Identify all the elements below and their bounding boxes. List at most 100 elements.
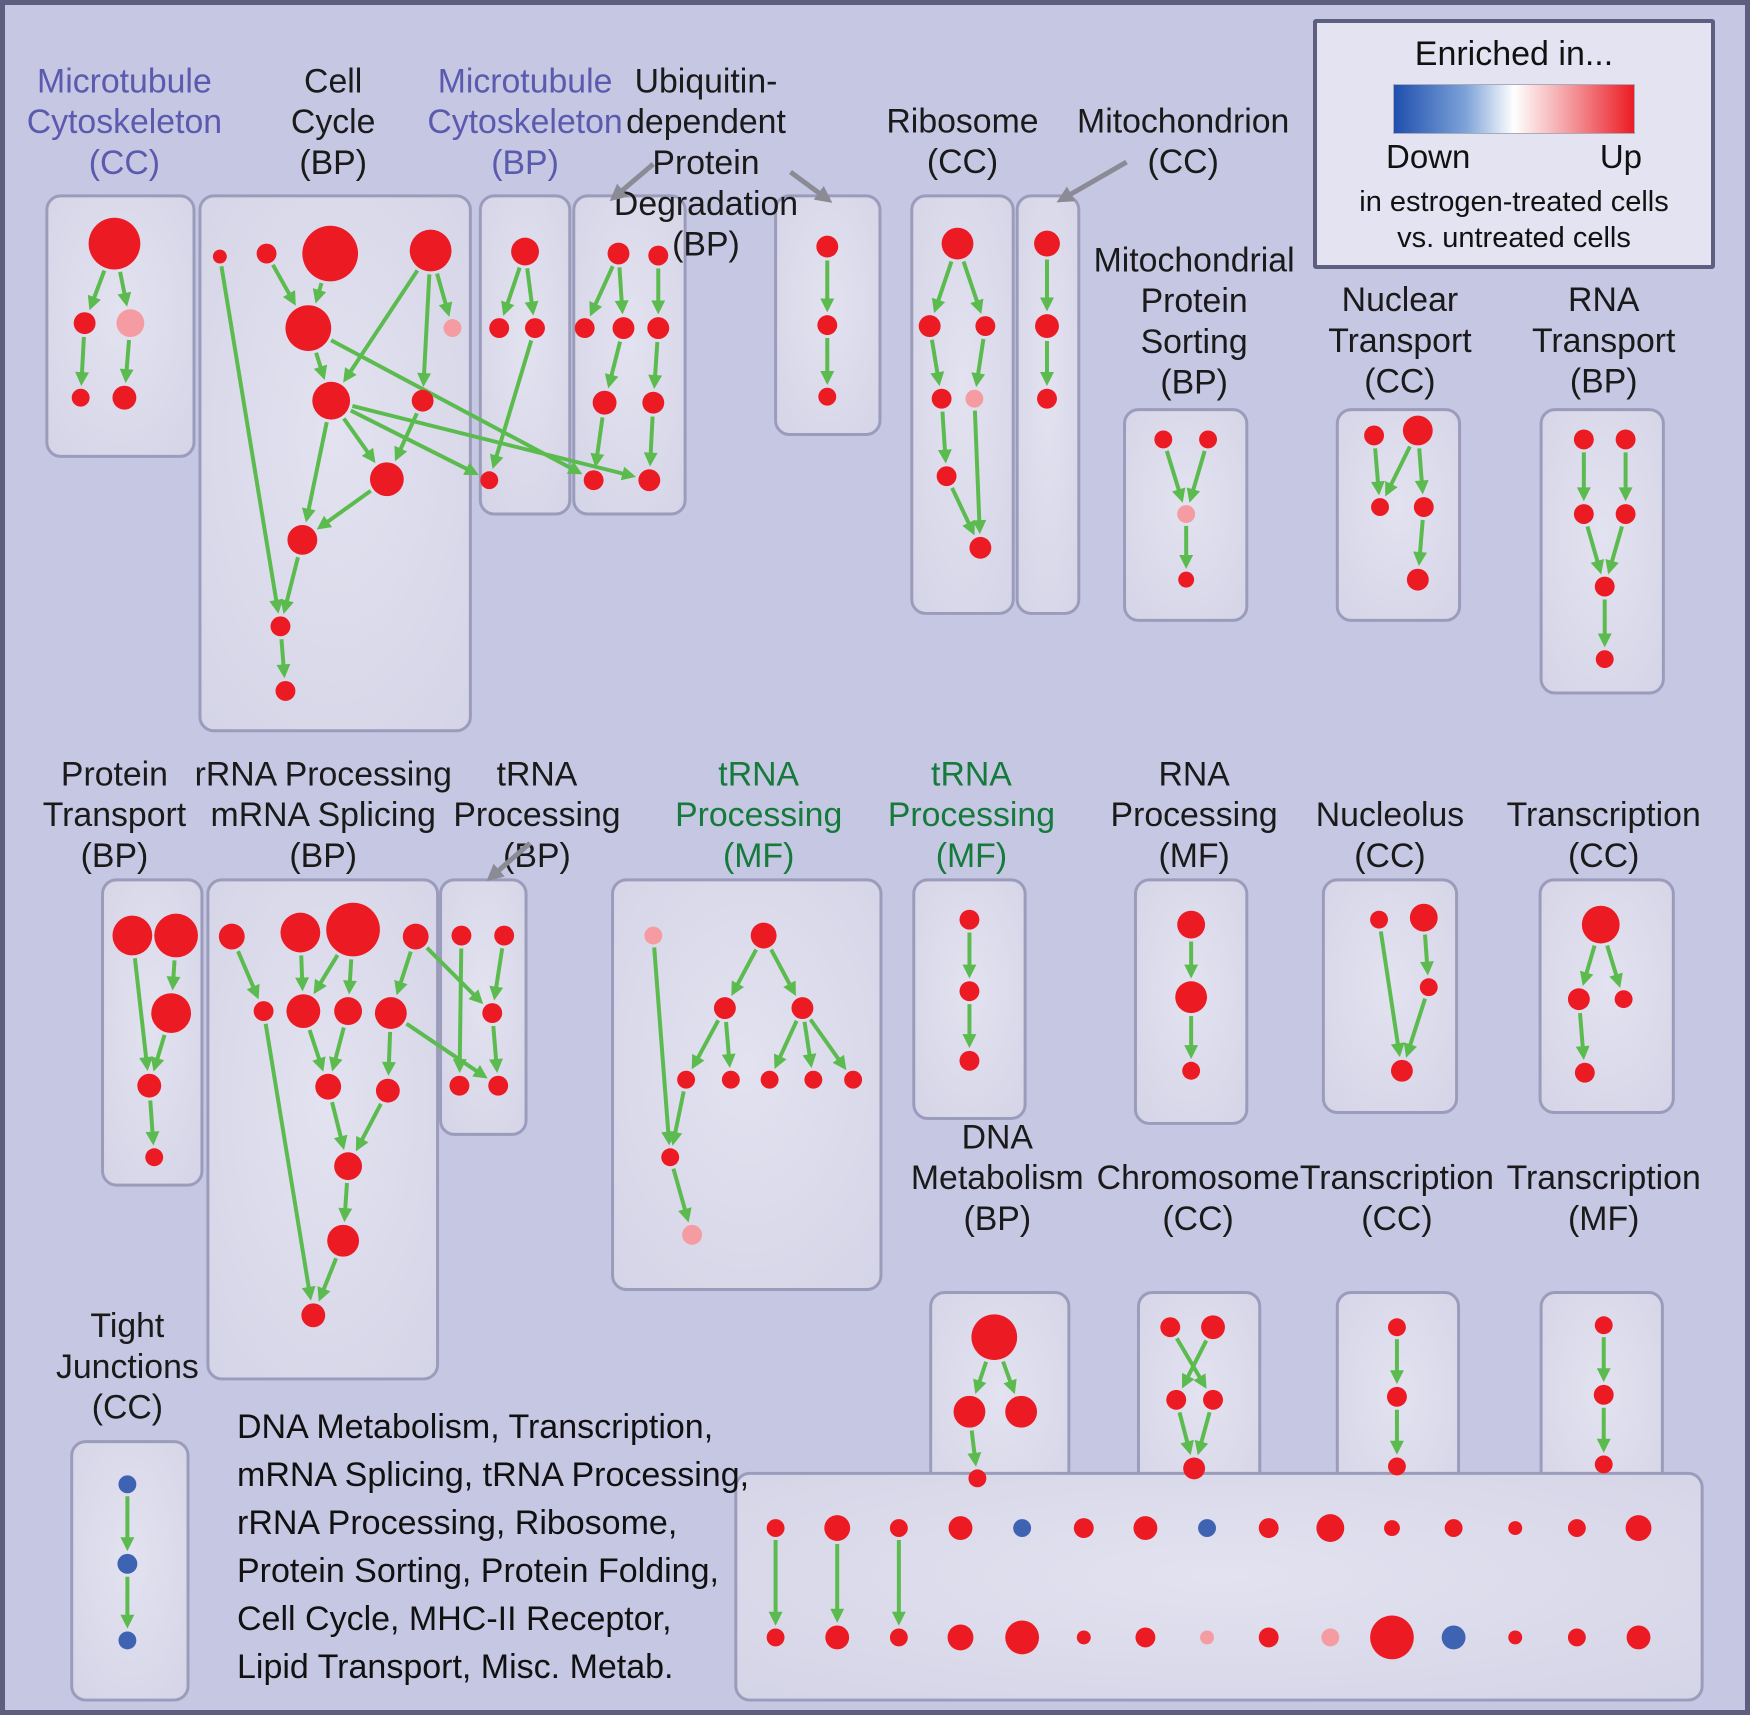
edges-layer [75, 259, 1633, 1629]
edge-arrow [1370, 448, 1385, 496]
go-term-node [607, 242, 630, 265]
go-term-node [494, 925, 515, 946]
go-term-node [1384, 1520, 1400, 1537]
edge-arrow [452, 948, 467, 1073]
edge-arrow [971, 338, 986, 388]
go-term-node [941, 227, 974, 260]
go-term-node [1166, 1389, 1187, 1410]
edge-arrow [313, 954, 340, 995]
edge-arrow [382, 1031, 396, 1076]
edge-arrow [317, 1257, 338, 1302]
edge-arrow [1585, 525, 1605, 575]
annotation-arrows-layer [486, 159, 1128, 882]
edge-arrow [1605, 525, 1624, 575]
go-term-node [409, 229, 452, 272]
go-term-node [280, 912, 321, 953]
label-pointer-arrow [609, 162, 655, 202]
go-term-node [1574, 1062, 1595, 1083]
go-term-node [1178, 571, 1195, 588]
go-term-node [574, 318, 595, 339]
edge-arrow [1001, 1360, 1017, 1395]
edge-arrow [668, 1090, 686, 1146]
cluster-label-chromosome-cc: Chromosome(CC) [1097, 1159, 1300, 1238]
cluster-box-trna-processing-bp [439, 878, 528, 1136]
edge-arrow [931, 260, 954, 314]
edge-arrow [973, 1361, 989, 1395]
go-term-node [511, 237, 539, 266]
go-term-node [334, 997, 363, 1026]
go-term-node [1594, 1316, 1613, 1335]
edge-arrow [691, 1019, 720, 1070]
go-term-node [375, 1078, 400, 1103]
edge-arrow [721, 1021, 736, 1069]
edge-arrow [425, 946, 484, 1005]
go-term-node [218, 923, 245, 950]
edge-arrow [802, 1021, 817, 1069]
edge-arrow [1414, 448, 1429, 495]
go-term-node [824, 1515, 851, 1541]
go-term-node [1182, 1061, 1201, 1080]
edge-arrow [590, 417, 605, 468]
cluster-box-rrna-processing-mrna-splicing-bp [206, 878, 440, 1381]
go-term-node [766, 1519, 785, 1538]
go-term-node [953, 1395, 986, 1428]
go-term-node [1005, 1395, 1038, 1428]
go-term-node [1390, 1059, 1413, 1082]
go-term-node [948, 1516, 973, 1540]
edge-arrow [1177, 1411, 1194, 1456]
go-term-node [1615, 429, 1636, 450]
misc-label-line: DNA Metabolism, Transcription, [237, 1408, 714, 1446]
go-term-node [1614, 990, 1633, 1009]
go-term-node [1200, 1630, 1215, 1645]
edge-arrow [1403, 997, 1427, 1058]
go-term-node [275, 681, 296, 701]
go-term-node [959, 981, 980, 1002]
cluster-label-ribosome-cc: Ribosome(CC) [886, 102, 1038, 181]
edge-arrow [929, 339, 945, 387]
go-term-node [1508, 1630, 1523, 1645]
go-term-node [647, 317, 670, 340]
go-term-node [1567, 1628, 1586, 1647]
go-term-node [638, 469, 661, 492]
edge-arrow [652, 947, 676, 1146]
go-term-node [1386, 1386, 1407, 1407]
legend-down-label: Down [1386, 138, 1471, 175]
edge-arrow [1186, 450, 1207, 503]
legend-title: Enriched in... [1414, 35, 1614, 73]
edge-arrow [145, 1100, 160, 1146]
cluster-box-misc-clusters-bar [734, 1471, 1704, 1702]
go-term-node [1419, 978, 1438, 997]
edge-arrow [731, 948, 758, 997]
go-term-node [1175, 981, 1208, 1014]
go-term-node [1567, 988, 1590, 1011]
edge-arrow [967, 1430, 982, 1467]
nodes-layer [71, 217, 1652, 1660]
edge-arrow [489, 948, 505, 1001]
go-term-node [88, 217, 141, 270]
edge-arrow [769, 948, 796, 997]
edge-arrow [355, 1102, 383, 1152]
edge-arrow [349, 408, 479, 475]
legend-up-label: Up [1599, 138, 1642, 175]
edge-arrow [313, 352, 328, 381]
go-term-node [677, 1070, 696, 1089]
go-term-node [889, 1628, 908, 1647]
edge-arrow [501, 266, 522, 317]
go-term-node [818, 387, 837, 406]
edge-arrow [166, 960, 181, 991]
go-term-node [154, 913, 198, 958]
edge-arrow [342, 417, 376, 464]
go-term-node [1364, 425, 1385, 446]
go-term-node [286, 994, 321, 1028]
legend: Enriched in... Down Up in estrogen-treat… [1313, 19, 1715, 269]
edge-arrow [301, 421, 329, 523]
cluster-label-transcription-mf: Transcription(MF) [1507, 1159, 1701, 1238]
edge-arrow [394, 951, 413, 996]
edge-arrow [1175, 1337, 1207, 1389]
label-pointer-arrow [789, 170, 833, 203]
